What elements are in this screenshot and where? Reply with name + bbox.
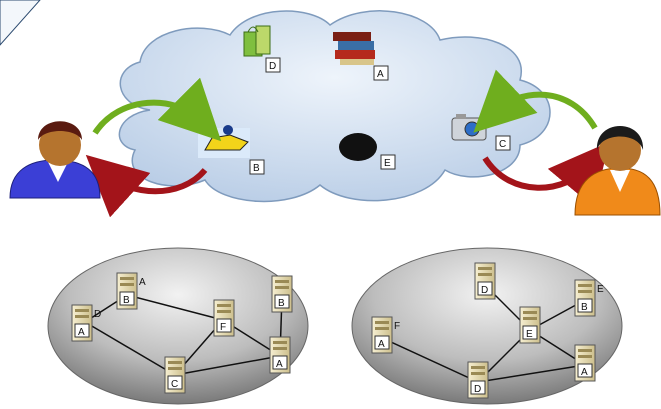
server-tag: D (94, 309, 101, 320)
cloud-label-a: A (377, 69, 384, 80)
blob-icon (339, 133, 377, 161)
cloud-item-e: E (339, 133, 396, 170)
server-label: A (78, 327, 85, 338)
server-icon: E (519, 306, 541, 344)
corner-decoration (0, 0, 41, 46)
server-label: A (276, 359, 283, 370)
server-icon: A (269, 336, 291, 374)
server-icon: AD (71, 304, 101, 342)
server-tag: A (139, 277, 146, 288)
server-label: D (474, 384, 481, 395)
server-label: A (581, 367, 588, 378)
server-icon: BA (116, 272, 146, 310)
server-label: F (220, 322, 226, 333)
server-icon: C (164, 356, 186, 394)
cloud-item-d: D (243, 25, 281, 73)
download-arrow-left (85, 154, 208, 218)
server-icon: F (213, 299, 235, 337)
network-left-ellipse (47, 247, 309, 405)
server-icon: B (271, 275, 293, 313)
server-label: A (378, 339, 385, 350)
server-label: D (481, 285, 488, 296)
cloud-label-c: C (499, 139, 506, 150)
server-label: B (581, 302, 588, 313)
download-arrow-right (482, 141, 610, 208)
server-icon: A (574, 344, 596, 382)
server-icon: BE (574, 279, 604, 317)
server-icon: AF (371, 316, 400, 354)
server-tag: E (597, 284, 604, 295)
cloud-label-d: D (269, 61, 276, 72)
camera-icon (451, 114, 487, 141)
cloud-label-e: E (384, 158, 391, 169)
server-icon: D (467, 361, 489, 399)
server-label: E (526, 329, 533, 340)
server-icon: D (474, 262, 496, 300)
server-label: B (278, 298, 285, 309)
upload-arrow-right (473, 69, 598, 133)
books-icon (333, 32, 375, 65)
user-right-icon (574, 126, 661, 216)
cloud-item-a: A (333, 32, 389, 81)
network-right-ellipse (351, 247, 623, 405)
server-label: C (171, 379, 178, 390)
shopping-bags-icon (243, 25, 271, 57)
server-tag: F (394, 321, 400, 332)
upload-arrow-left (92, 77, 222, 142)
user-left-icon (9, 121, 101, 199)
jet-ski-icon (198, 125, 250, 158)
server-label: B (123, 295, 130, 306)
cloud-label-b: B (253, 163, 260, 174)
